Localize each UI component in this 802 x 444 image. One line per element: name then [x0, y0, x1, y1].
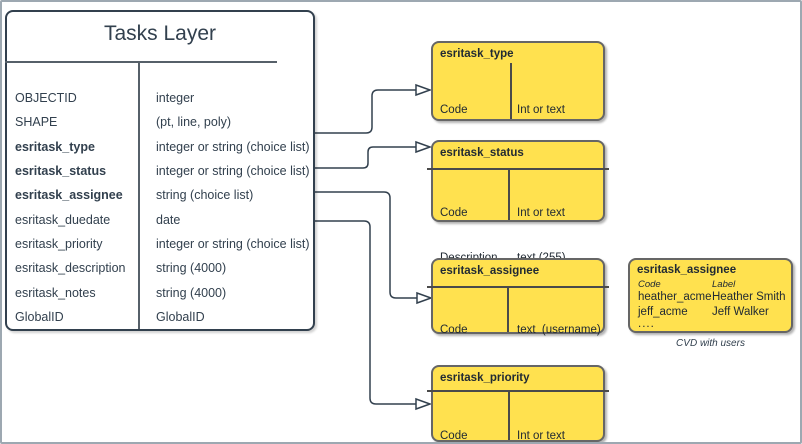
- field-type: (pt, line, poly): [156, 115, 232, 130]
- domain-box-esritask-assignee: esritask_assignee Code Description text …: [427, 258, 609, 381]
- field-row: esritask_duedate date: [7, 207, 311, 231]
- domain-code-label: Code: [440, 104, 468, 116]
- domain-box-vertical-divider: [507, 288, 509, 332]
- domain-box-esritask-type: esritask_type Code Description Int or te…: [431, 41, 605, 161]
- field-name: esritask_status: [15, 164, 107, 179]
- arrowhead-esritask-status: [415, 140, 433, 154]
- arrowhead-esritask-priority: [415, 397, 433, 411]
- domain-box-header-divider: [427, 168, 609, 170]
- domain-box-title: esritask_assignee: [440, 265, 540, 277]
- cvd-entry-code: heather_acme: [638, 291, 712, 303]
- domain-box-header-divider: [427, 286, 609, 288]
- field-name: esritask_type: [15, 139, 95, 154]
- cvd-box-title: esritask_assignee: [637, 264, 737, 276]
- domain-box-esritask-priority: esritask_priority Code Description Int o…: [427, 365, 609, 442]
- arrowhead-esritask-type: [415, 83, 433, 97]
- field-name: esritask_priority: [15, 236, 103, 251]
- field-type: integer: [156, 91, 195, 106]
- domain-code-type: Int or text: [517, 104, 565, 116]
- field-rows: OBJECTID integer SHAPE (pt, line, poly) es…: [7, 86, 311, 329]
- field-type: integer or string (choice list): [156, 139, 310, 154]
- field-name: esritask_description: [15, 261, 126, 276]
- domain-box-vertical-divider: [510, 63, 512, 119]
- field-row: SHAPE (pt, line, poly): [7, 110, 311, 134]
- domain-box-esritask-status: esritask_status Code Description Int or …: [427, 140, 609, 264]
- field-name: OBJECTID: [15, 91, 77, 106]
- arrowhead-esritask-assignee: [416, 291, 434, 305]
- domain-box-title: esritask_status: [440, 147, 524, 159]
- cvd-more-indicator: ....: [638, 318, 655, 330]
- domain-box-vertical-divider: [508, 392, 510, 440]
- domain-box-vertical-divider: [508, 170, 510, 220]
- cvd-entry-label: Jeff Walker: [712, 306, 769, 318]
- connector-esritask-assignee: [315, 191, 417, 299]
- field-row: OBJECTID integer: [7, 86, 311, 110]
- cvd-caption: CVD with users: [676, 338, 745, 349]
- field-row: esritask_status integer or string (choice…: [7, 159, 311, 183]
- cvd-entry-code: jeff_acme: [638, 306, 688, 318]
- domain-box-title: esritask_type: [440, 48, 514, 60]
- field-type: GlobalID: [156, 309, 205, 324]
- field-name: GlobalID: [15, 309, 64, 324]
- cvd-code-header: Code: [638, 279, 661, 290]
- title-divider: [5, 61, 277, 63]
- cvd-label-header: Label: [712, 279, 736, 290]
- field-type: string (choice list): [156, 188, 254, 203]
- field-type: date: [156, 212, 181, 227]
- field-type: string (4000): [156, 285, 227, 300]
- domain-box-header-divider: [427, 390, 609, 392]
- field-name: SHAPE: [15, 115, 58, 130]
- field-row: esritask_description string (4000): [7, 256, 311, 280]
- field-row: GlobalID GlobalID: [7, 305, 311, 329]
- field-type: integer or string (choice list): [156, 164, 310, 179]
- field-name: esritask_duedate: [15, 212, 111, 227]
- tasks-layer-table: Tasks Layer OBJECTID integer SHAPE (pt, li…: [5, 10, 315, 331]
- column-divider: [138, 61, 140, 329]
- field-name: esritask_notes: [15, 285, 96, 300]
- connector-esritask-status: [315, 146, 416, 169]
- field-row: esritask_type integer or string (choice l…: [7, 135, 311, 159]
- field-type: integer or string (choice list): [156, 236, 310, 251]
- field-row: esritask_assignee string (choice list): [7, 183, 311, 207]
- cvd-users-box: esritask_assignee Code Label heather_acm…: [628, 258, 793, 333]
- domain-code-label: Code: [440, 430, 468, 442]
- domain-code-type: text (username): [517, 324, 601, 336]
- field-type: string (4000): [156, 261, 227, 276]
- domain-code-label: Code: [440, 207, 468, 219]
- domain-code-type: Int or text: [517, 207, 565, 219]
- cvd-entry-label: Heather Smith: [712, 291, 786, 303]
- connector-esritask-type: [315, 89, 416, 134]
- field-row: esritask_priority integer or string (choi…: [7, 232, 311, 256]
- domain-box-title: esritask_priority: [440, 372, 530, 384]
- tasks-layer-title: Tasks Layer: [103, 22, 217, 45]
- domain-code-type: Int or text: [517, 430, 565, 442]
- field-name: esritask_assignee: [15, 188, 123, 203]
- domain-code-label: Code: [440, 324, 468, 336]
- connector-esritask-priority: [315, 220, 416, 405]
- field-row: esritask_notes string (4000): [7, 280, 311, 304]
